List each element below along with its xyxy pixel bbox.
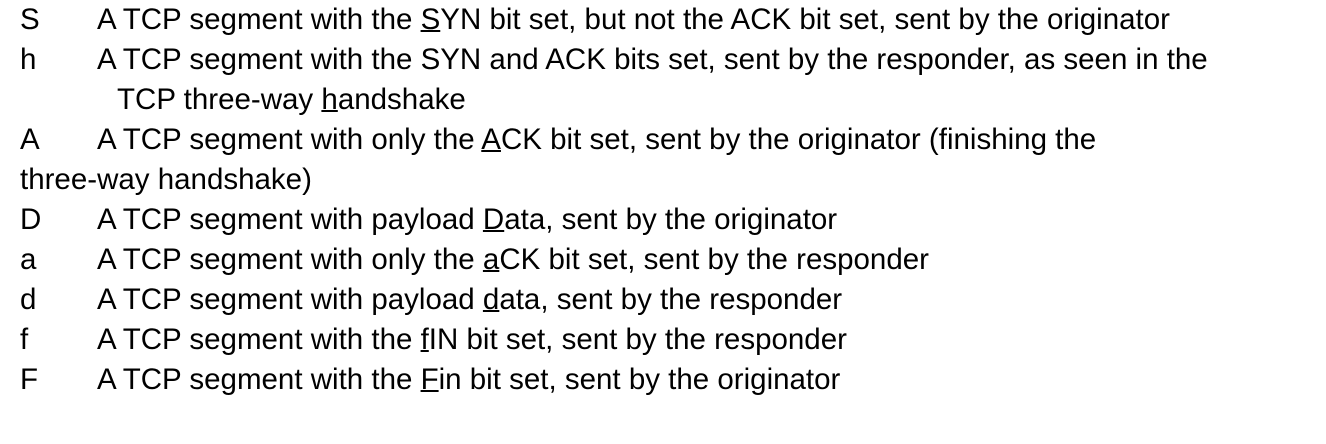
description-text-before-mark: A TCP segment with payload	[97, 203, 483, 236]
underlined-mnemonic-letter: S	[420, 3, 441, 36]
underlined-mnemonic-letter: h	[321, 83, 338, 116]
underlined-mnemonic-letter: A	[481, 123, 501, 156]
description-continuation-line: three-way handshake)	[0, 160, 1326, 200]
legend-row: h A TCP segment with the SYN and ACK bits…	[0, 40, 1326, 120]
description-text-before-mark: A TCP segment with the	[97, 3, 421, 36]
description-text-before-mark: A TCP segment with the SYN and ACK bits …	[97, 43, 1208, 76]
underlined-mnemonic-letter: D	[482, 203, 505, 236]
flag-code: a	[20, 243, 37, 276]
flag-description: A TCP segment with only the aCK bit set,…	[97, 243, 929, 276]
continuation-text-before-mark: TCP three-way	[117, 83, 322, 116]
description-text-after-mark: IN bit set, sent by the responder	[428, 323, 847, 356]
flag-description: A TCP segment with payload Data, sent by…	[97, 203, 837, 236]
description-text-after-mark: CK bit set, sent by the responder	[499, 243, 929, 276]
description-text-before-mark: A TCP segment with the	[97, 363, 421, 396]
flag-description: A TCP segment with payload data, sent by…	[97, 283, 842, 316]
flag-description: A TCP segment with the fIN bit set, sent…	[97, 323, 847, 356]
underlined-mnemonic-letter: a	[482, 243, 500, 276]
flag-code: d	[20, 283, 37, 316]
flag-code: f	[20, 323, 29, 356]
description-text-after-mark: CK bit set, sent by the originator (fini…	[500, 123, 1097, 156]
description-text-before-mark: A TCP segment with only the	[97, 123, 482, 156]
description-text-before-mark: A TCP segment with the	[97, 323, 421, 356]
flag-description: A TCP segment with the SYN bit set, but …	[97, 3, 1170, 36]
description-text-after-mark: YN bit set, but not the ACK bit set, sen…	[440, 3, 1170, 36]
flag-code: D	[20, 203, 42, 236]
flag-description: A TCP segment with only the ACK bit set,…	[97, 123, 1096, 156]
continuation-text-after-mark: andshake	[337, 83, 466, 116]
description-continuation-line: TCP three-way handshake	[0, 80, 1326, 120]
flag-code: h	[20, 43, 37, 76]
flag-code: S	[20, 3, 40, 36]
description-text-before-mark: A TCP segment with payload	[97, 283, 483, 316]
flag-description: A TCP segment with the SYN and ACK bits …	[97, 43, 1208, 76]
continuation-text-before-mark: three-way handshake)	[20, 163, 312, 196]
description-text-after-mark: ata, sent by the originator	[504, 203, 838, 236]
underlined-mnemonic-letter: f	[420, 323, 429, 356]
description-text-after-mark: in bit set, sent by the originator	[438, 363, 841, 396]
underlined-mnemonic-letter: d	[482, 283, 500, 316]
flag-code: F	[20, 363, 39, 396]
description-text-after-mark: ata, sent by the responder	[499, 283, 843, 316]
flag-description: A TCP segment with the Fin bit set, sent…	[97, 363, 840, 396]
underlined-mnemonic-letter: F	[420, 363, 439, 396]
description-text-before-mark: A TCP segment with only the	[97, 243, 483, 276]
flag-code: A	[20, 123, 40, 156]
